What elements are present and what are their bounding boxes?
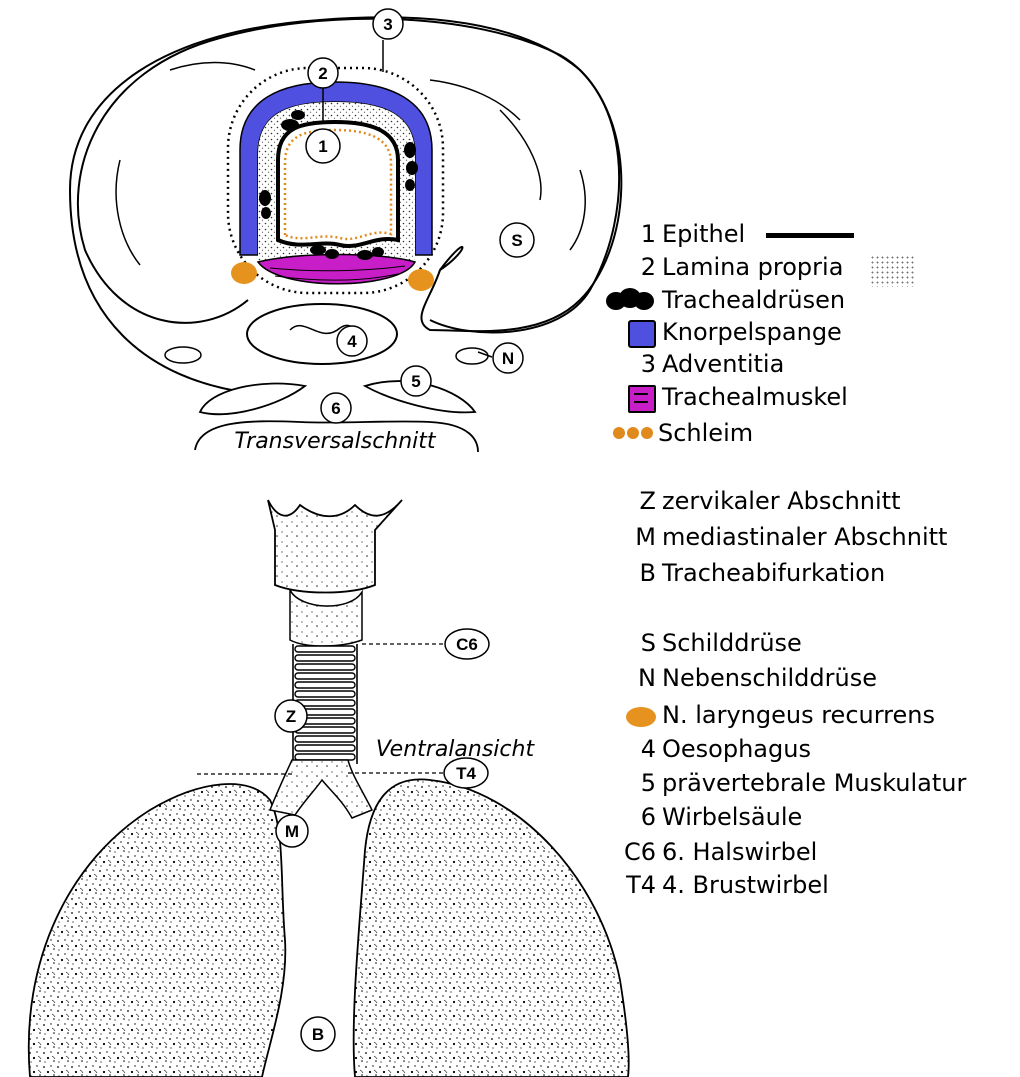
ventral-view: C6 Z M T4 B Ventralansicht [29, 500, 629, 1077]
mucus-dots-icon [612, 425, 656, 441]
marker-B-text: B [312, 1025, 324, 1044]
legend-label: Oesophagus [662, 733, 811, 765]
legend-label: Epithel [662, 218, 745, 250]
legend-label: Schilddrüse [662, 627, 802, 659]
legend-label: mediastinaler Abschnitt [662, 521, 947, 553]
legend-label: zervikaler Abschnitt [662, 485, 900, 517]
marker-1-text: 1 [318, 137, 327, 156]
stipple-square-icon [870, 255, 916, 287]
legend-label: prävertebrale Muskulatur [662, 767, 966, 799]
legend-code: T4 [620, 869, 656, 901]
parathyroid-left [165, 347, 201, 363]
marker-Z-text: Z [286, 707, 296, 726]
trachea-ring [295, 682, 355, 688]
trachea-ring [295, 646, 355, 652]
legend-code: 5 [620, 767, 656, 799]
legend-label: N. laryngeus recurrens [662, 699, 935, 731]
epithel-line-icon [766, 233, 854, 238]
legend-label: Tracheabifurkation [662, 557, 885, 589]
legend-label: 6. Halswirbel [662, 836, 817, 868]
parathyroid-right [456, 348, 488, 364]
lung-right [354, 779, 629, 1077]
trachea-ring [295, 727, 355, 733]
legend-label: 4. Brustwirbel [662, 869, 829, 901]
legend-code: 4 [620, 733, 656, 765]
prevertebral-muscle-left [200, 384, 305, 415]
lung-left [29, 784, 286, 1077]
legend-label: Nebenschilddrüse [662, 662, 877, 694]
marker-2-text: 2 [318, 64, 327, 83]
legend-code: 2 [620, 251, 656, 283]
oesophagus [247, 304, 397, 364]
marker-6-text: 6 [331, 399, 340, 418]
legend-label: Trachealmuskel [662, 381, 848, 413]
legend-code: 1 [620, 218, 656, 250]
ventral-caption: Ventralansicht [376, 737, 536, 762]
marker-S-text: S [511, 231, 522, 250]
marker-N-text: N [502, 349, 514, 368]
legend-code: 3 [620, 348, 656, 380]
marker-M-text: M [285, 822, 299, 841]
legend-code: M [620, 521, 656, 553]
legend-label: Wirbelsäule [662, 801, 802, 833]
trachea-ring [295, 745, 355, 751]
legend-label: Knorpelspange [662, 316, 842, 348]
muscle-square-icon [628, 385, 656, 413]
marker-3-text: 3 [383, 15, 392, 34]
legend-code: Z [620, 485, 656, 517]
nerve-oval-icon [626, 707, 656, 727]
legend-code: C6 [620, 836, 656, 868]
nerve-left [231, 262, 257, 284]
legend-code: B [620, 557, 656, 589]
legend-code: N [620, 662, 656, 694]
trachea-ring [295, 664, 355, 670]
transversal-caption: Transversalschnitt [234, 429, 437, 454]
marker-5-text: 5 [411, 372, 420, 391]
marker-C6-text: C6 [456, 635, 478, 654]
trachea-ring [295, 736, 355, 742]
bifurcation [270, 760, 372, 818]
trachea-ring [295, 691, 355, 697]
legend-code: 6 [620, 801, 656, 833]
gland-blob-icon [604, 286, 660, 314]
cartilage-square-icon [628, 320, 656, 348]
marker-T4-text: T4 [456, 764, 476, 783]
larynx [268, 500, 402, 593]
marker-4-text: 4 [347, 332, 357, 351]
trachea-ring [295, 700, 355, 706]
trachea-ring [295, 655, 355, 661]
legend-code: S [620, 627, 656, 659]
legend-label: Trachealdrüsen [662, 284, 845, 316]
transversal-section: 3 2 1 S 4 N 5 6 Transversalschnitt [70, 9, 621, 454]
trachea-ring [295, 754, 355, 760]
trachea-ring [295, 673, 355, 679]
legend-label: Schleim [658, 417, 753, 449]
nerve-right [408, 269, 434, 291]
legend-label: Lamina propria [662, 251, 843, 283]
legend-label: Adventitia [662, 348, 784, 380]
